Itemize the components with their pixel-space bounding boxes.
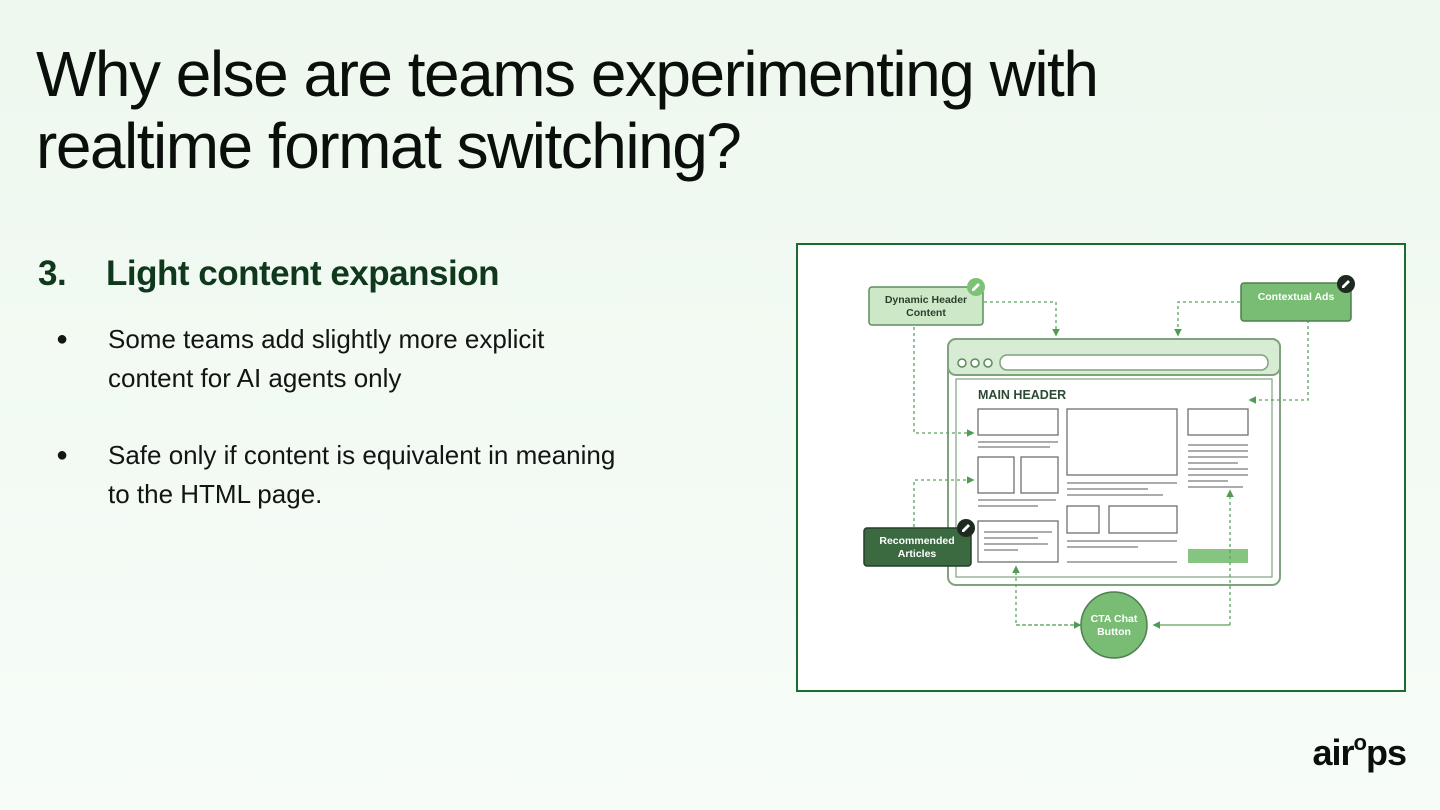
slide-title: Why else are teams experimenting with re… — [36, 38, 1099, 182]
main-header-label: MAIN HEADER — [978, 388, 1066, 402]
section-title: Light content expansion — [106, 254, 499, 293]
bullet-text: Some teams add slightly more explicit co… — [108, 324, 545, 393]
logo-text-suffix: ps — [1365, 732, 1407, 773]
recommended-label-2: Articles — [898, 548, 937, 560]
section-heading: 3. Light content expansion — [38, 254, 499, 294]
pencil-icon — [1337, 275, 1355, 293]
section-number: 3. — [38, 254, 67, 293]
list-item: ● Some teams add slightly more explicit … — [56, 320, 616, 398]
wireframe-lines — [978, 441, 1248, 563]
contextual-ads-callout: Contextual Ads — [1240, 275, 1355, 322]
airops-logo: airops — [1312, 730, 1407, 774]
cta-label-2: Button — [1097, 626, 1131, 638]
pencil-icon — [967, 278, 985, 296]
recommended-articles-callout: Recommended Articles — [863, 519, 975, 567]
dynamic-header-callout: Dynamic Header Content — [868, 278, 985, 326]
bullet-text: Safe only if content is equivalent in me… — [108, 440, 616, 509]
logo-text-super: o — [1353, 730, 1367, 755]
diagram-figure: MAIN HEADER — [796, 243, 1406, 692]
bullet-list: ● Some teams add slightly more explicit … — [56, 320, 616, 552]
list-item: ● Safe only if content is equivalent in … — [56, 436, 616, 514]
cta-placeholder-block — [1188, 549, 1248, 563]
recommended-label-1: Recommended — [879, 535, 954, 547]
diagram-svg: MAIN HEADER — [863, 275, 1355, 659]
bullet-dot-icon: ● — [56, 328, 69, 350]
browser-window — [947, 338, 1281, 586]
cta-label-1: CTA Chat — [1091, 613, 1138, 625]
dynamic-header-label-1: Dynamic Header — [885, 294, 967, 306]
wireframe-blocks — [977, 408, 1249, 563]
connector-lines — [913, 301, 1309, 629]
dynamic-header-label-2: Content — [906, 307, 946, 319]
logo-text-prefix: air — [1312, 732, 1354, 773]
cta-chat-callout: CTA Chat Button — [1080, 591, 1148, 659]
pencil-icon — [957, 519, 975, 537]
contextual-ads-label: Contextual Ads — [1258, 291, 1335, 303]
bullet-dot-icon: ● — [56, 444, 69, 466]
